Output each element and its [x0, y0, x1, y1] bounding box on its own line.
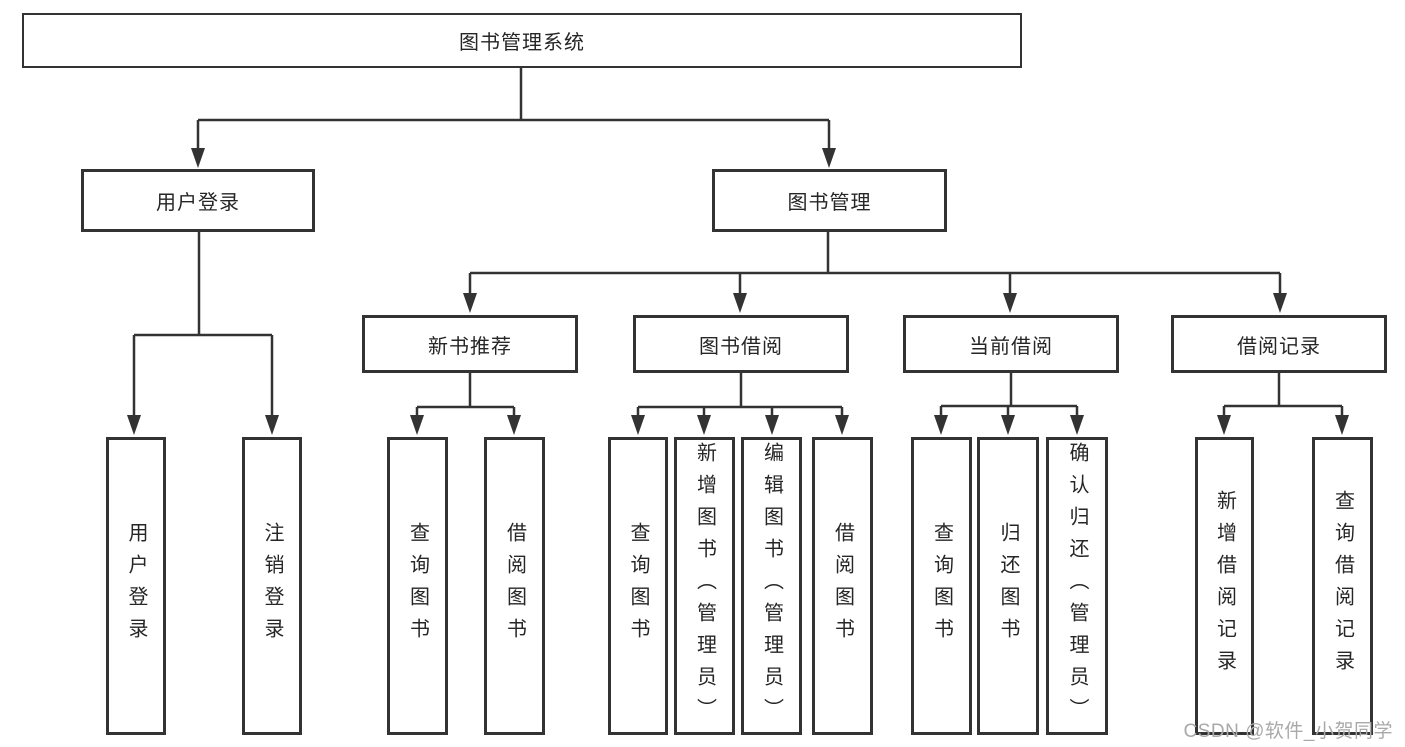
leaf-query-books-current: 查询图书 [911, 437, 972, 735]
node-book-management: 图书管理 [712, 169, 947, 232]
node-borrowing-records: 借阅记录 [1171, 315, 1387, 373]
leaf-confirm-return-admin: 确认归还（管理员） [1046, 437, 1108, 735]
connector-paths [132, 68, 1344, 417]
leaf-return-books: 归还图书 [977, 437, 1039, 735]
leaf-query-books-recommend: 查询图书 [387, 437, 448, 735]
leaf-borrow-books-recommend: 借阅图书 [484, 437, 545, 735]
node-book-borrowing: 图书借阅 [633, 315, 849, 373]
node-user-login: 用户登录 [81, 169, 315, 232]
leaf-edit-books-admin: 编辑图书（管理员） [741, 437, 802, 735]
leaf-borrow-books-borrowing: 借阅图书 [812, 437, 873, 735]
arrowheads [127, 148, 1349, 435]
leaf-logout: 注销登录 [242, 437, 302, 735]
leaf-user-login: 用户登录 [106, 437, 166, 735]
node-library-management-system: 图书管理系统 [22, 13, 1022, 68]
leaf-query-books-borrowing: 查询图书 [608, 437, 668, 735]
node-current-borrowing: 当前借阅 [903, 315, 1119, 373]
leaf-query-borrow-record: 查询借阅记录 [1312, 437, 1373, 735]
node-new-book-recommendation: 新书推荐 [362, 315, 578, 373]
leaf-add-borrow-record: 新增借阅记录 [1195, 437, 1254, 735]
leaf-add-books-admin: 新增图书（管理员） [674, 437, 735, 735]
csdn-watermark: CSDN @软件_小贺同学 [1183, 721, 1393, 742]
